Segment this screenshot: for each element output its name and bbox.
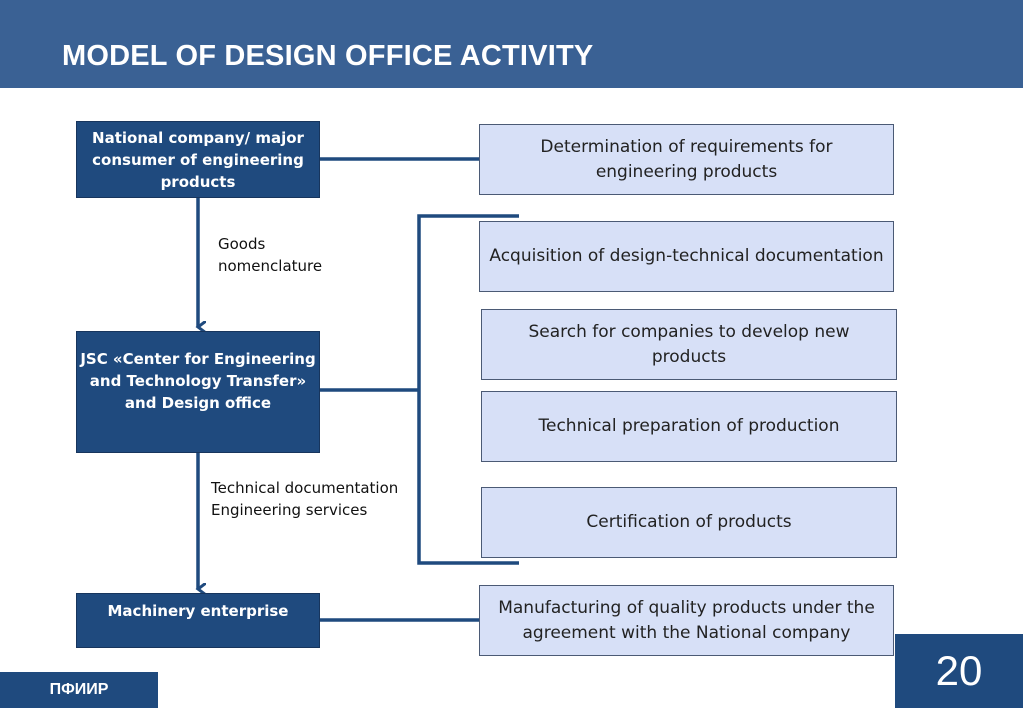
bracket: [417, 214, 519, 565]
search-label: Search for companies to develop new prod…: [528, 321, 850, 367]
header-bar: MODEL OF DESIGN OFFICE ACTIVITY: [0, 0, 1023, 88]
preparation-box: Technical preparation of production: [481, 391, 897, 462]
machinery-label: Machinery enterprise: [107, 602, 289, 620]
preparation-label: Technical preparation of production: [538, 416, 840, 436]
nomenclature-line: nomenclature: [218, 257, 323, 275]
machinery-box: Machinery enterprise: [76, 593, 320, 648]
page-number: 20: [895, 634, 1023, 708]
goods-nomenclature-note: Goods nomenclature: [218, 233, 322, 277]
manufacturing-label: Manufacturing of quality products under …: [498, 597, 875, 643]
goods-line: Goods: [218, 235, 266, 253]
search-box: Search for companies to develop new prod…: [481, 309, 897, 380]
footer-org-label: ПФИИР: [0, 672, 158, 708]
national-company-box: National company/ major consumer of engi…: [76, 121, 320, 198]
engineering-services-line: Engineering services: [211, 501, 368, 519]
tech-docs-line: Technical documentation: [211, 479, 399, 497]
acquisition-box: Acquisition of design-technical document…: [479, 221, 894, 292]
requirements-label: Determination of requirements for engine…: [540, 136, 833, 182]
requirements-box: Determination of requirements for engine…: [479, 124, 894, 195]
tech-docs-note: Technical documentation Engineering serv…: [211, 477, 398, 521]
jsc-label: JSC «Center for Engineering and Technolo…: [80, 350, 316, 412]
acquisition-label: Acquisition of design-technical document…: [489, 246, 884, 266]
jsc-box: JSC «Center for Engineering and Technolo…: [76, 331, 320, 453]
certification-box: Certification of products: [481, 487, 897, 558]
national-company-label: National company/ major consumer of engi…: [92, 129, 304, 191]
certification-label: Certification of products: [586, 512, 792, 532]
manufacturing-box: Manufacturing of quality products under …: [479, 585, 894, 656]
page-title: MODEL OF DESIGN OFFICE ACTIVITY: [62, 40, 594, 72]
